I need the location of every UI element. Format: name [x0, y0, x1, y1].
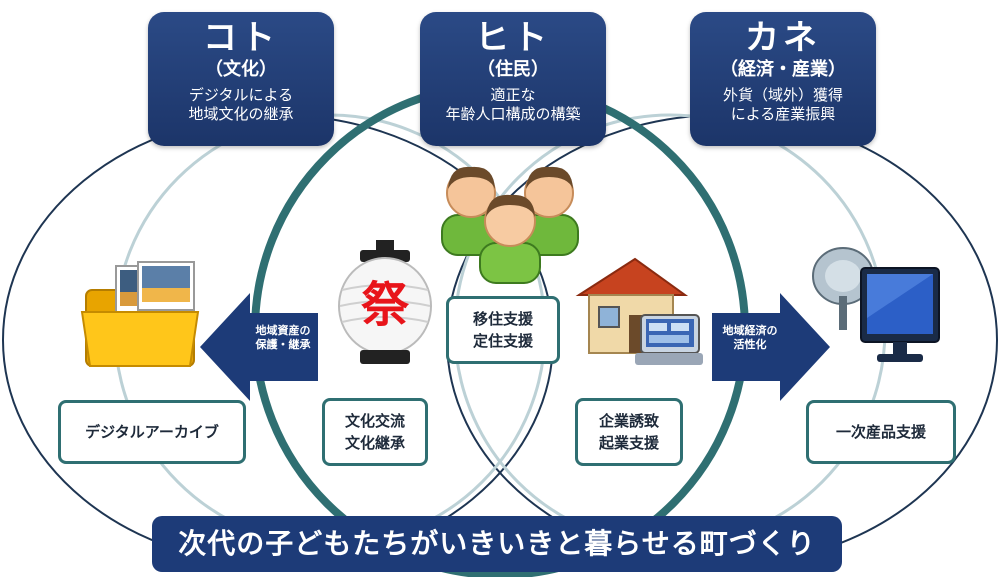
house-icon — [575, 257, 703, 365]
right-arrow-label: 地域経済の 活性化 — [722, 324, 778, 351]
lantern-icon — [338, 240, 432, 364]
header-hito: ヒト （住民） 適正な 年齢人口構成の構築 — [420, 12, 606, 146]
box-primary-products-label: 一次産品支援 — [835, 423, 926, 441]
bottom-banner: 次代の子どもたちがいきいきと暮らせる町づくり — [152, 516, 842, 572]
header-kane-desc: 外貨（域外）獲得 による産業振興 — [722, 86, 843, 123]
header-koto-subtitle: （文化） — [205, 59, 277, 80]
left-arrow — [200, 293, 318, 401]
lantern-character: 祭 — [360, 277, 409, 333]
box-primary-products: 一次産品支援 — [806, 400, 956, 464]
left-arrow-label: 地域資産の 保護・継承 — [255, 324, 311, 351]
box-migration-label: 移住支援 定住支援 — [472, 310, 533, 350]
header-koto-desc: デジタルによる 地域文化の継承 — [188, 86, 294, 123]
box-digital-archive-label: デジタルアーカイブ — [85, 423, 219, 441]
box-migration: 移住支援 定住支援 — [446, 296, 560, 364]
header-kane-subtitle: （経済・産業） — [720, 59, 846, 80]
box-culture-label: 文化交流 文化継承 — [344, 412, 405, 452]
box-business: 企業誘致 起業支援 — [575, 398, 683, 466]
header-kane: カネ （経済・産業） 外貨（域外）獲得 による産業振興 — [690, 12, 876, 146]
monitor-icon — [812, 247, 940, 362]
header-koto-title: コト — [203, 18, 279, 58]
header-koto: コト （文化） デジタルによる 地域文化の継承 — [148, 12, 334, 146]
people-icon — [441, 166, 579, 284]
header-hito-desc: 適正な 年齢人口構成の構築 — [445, 86, 581, 123]
header-hito-title: ヒト — [475, 18, 551, 58]
header-kane-title: カネ — [745, 18, 821, 58]
header-hito-subtitle: （住民） — [477, 59, 549, 80]
box-business-label: 企業誘致 起業支援 — [598, 412, 659, 452]
right-arrow — [712, 293, 830, 401]
box-culture: 文化交流 文化継承 — [322, 398, 428, 466]
folder-icon — [80, 261, 200, 367]
box-digital-archive: デジタルアーカイブ — [58, 400, 246, 464]
